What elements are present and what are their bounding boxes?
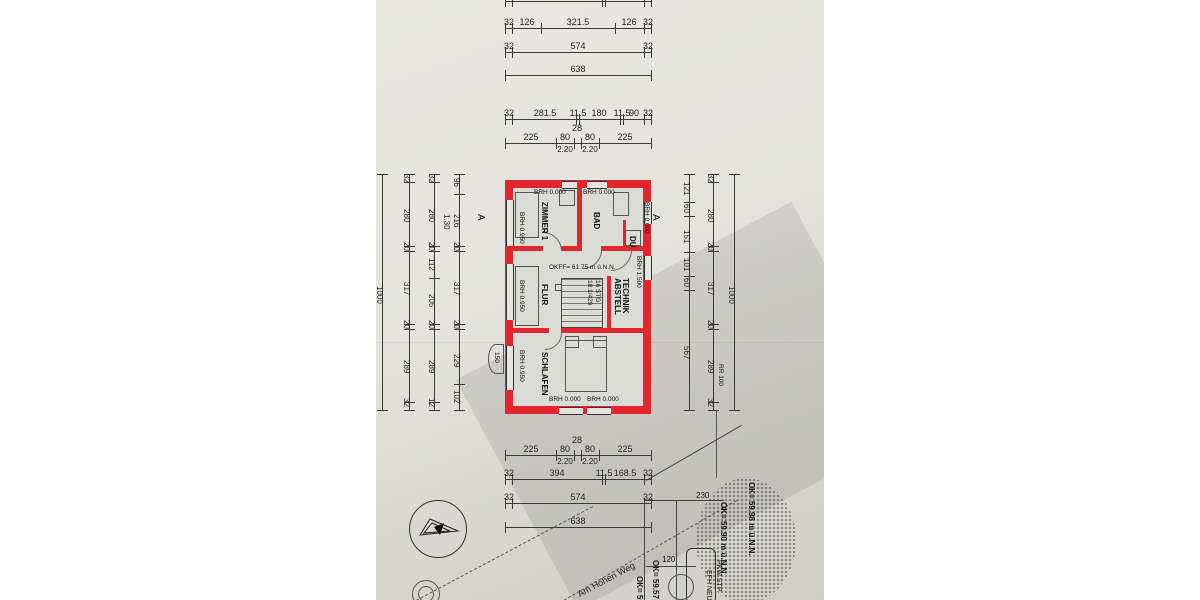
sink-bad bbox=[613, 192, 629, 216]
section-marker-a: A bbox=[475, 214, 486, 221]
room-label-technik: TECHNIK ABSTELL bbox=[613, 278, 630, 315]
room-label-bad: BAD bbox=[592, 212, 601, 230]
elevation-note: OK= 59.7 bbox=[635, 576, 644, 600]
left-dimension-col1: 32 280 20 317 20 289 32 bbox=[402, 174, 417, 411]
elevation-note: OK= 59.98 m ü.N.N. bbox=[747, 482, 756, 556]
site-dimension-230: 230 bbox=[696, 491, 710, 500]
wall-du bbox=[623, 220, 626, 248]
staircase bbox=[561, 278, 603, 328]
window-bottom-1 bbox=[559, 407, 583, 415]
window-top-zimmer bbox=[562, 181, 582, 189]
nightstand-left bbox=[565, 336, 579, 348]
site-line bbox=[676, 500, 677, 600]
north-arrow bbox=[409, 500, 467, 558]
brh-note: BRH 0.000 bbox=[587, 396, 619, 403]
floor-plan: ZIMMER 1 BAD DU FLUR TECHNIK ABSTELL SCH… bbox=[505, 180, 652, 415]
tree-symbol bbox=[412, 580, 440, 600]
rr-note: RR 100 bbox=[717, 364, 724, 387]
parking-label: PKW STP bbox=[715, 560, 722, 592]
plan-sheet: 394 11.5 168.5 32 126 321.5 126 32 32 57… bbox=[376, 0, 824, 600]
property-line bbox=[716, 410, 717, 478]
parking-space-car bbox=[686, 548, 716, 600]
nightstand-right bbox=[593, 336, 607, 348]
site-dimension-120: 120 bbox=[662, 555, 676, 564]
room-label-flur: FLUR bbox=[540, 284, 549, 306]
brh-note: BRH 0.000 bbox=[583, 189, 615, 196]
wall-zimmer-bad bbox=[577, 180, 582, 250]
window-top-bad bbox=[587, 181, 607, 189]
window-dimension: 150 bbox=[493, 352, 500, 363]
stair-ratio-note: 18.1/429 bbox=[586, 280, 593, 306]
double-bed bbox=[565, 340, 607, 392]
window-left-zimmer bbox=[506, 200, 514, 246]
bed-zimmer bbox=[515, 192, 539, 238]
wall-zimmer-bottom-a bbox=[505, 246, 543, 251]
elevation-note: OK= 59.57 m bbox=[651, 560, 660, 600]
wall-technik bbox=[607, 276, 611, 328]
brh-note: BRH 0.950 bbox=[518, 350, 525, 382]
dimension-row-total: 638 bbox=[505, 64, 652, 81]
north-arrow-icon bbox=[419, 518, 460, 536]
dimension-row: 32 574 32 bbox=[504, 492, 653, 509]
tree-canopy bbox=[696, 478, 796, 600]
wall-right bbox=[643, 180, 651, 414]
window-left-flur bbox=[506, 264, 514, 320]
window-bottom-2 bbox=[587, 407, 611, 415]
wardrobe-flur bbox=[515, 266, 539, 326]
brh-note: BRH 0.000 bbox=[549, 396, 581, 403]
manhole-symbol bbox=[668, 574, 694, 600]
wall-zimmer-bottom-b bbox=[561, 246, 582, 251]
brh-note: BRH 0.000 bbox=[534, 189, 566, 196]
desk-zimmer bbox=[559, 190, 575, 206]
room-label-zimmer: ZIMMER 1 bbox=[540, 202, 549, 241]
wall-schlafen-top-b bbox=[561, 328, 651, 333]
right-dimension-col2: 32 280 20 317 20 289 32 bbox=[706, 174, 721, 411]
door-schlafen bbox=[545, 333, 562, 350]
site-line bbox=[644, 500, 724, 501]
dimension-row: 394 11.5 168.5 bbox=[505, 0, 652, 7]
left-dimension-total: 1000 bbox=[376, 174, 390, 411]
dimension-row-openings: 225 80 2.20 28 80 2.20 225 bbox=[505, 123, 652, 154]
window-right-bad bbox=[644, 202, 652, 224]
site-line bbox=[646, 566, 696, 567]
left-dimension-col2: 32 280 20 112 205 20 289 12 bbox=[427, 174, 442, 411]
window-right-technik bbox=[644, 256, 652, 280]
dimension-row: 32 126 321.5 126 32 bbox=[504, 17, 653, 34]
bay-window-outline bbox=[488, 344, 504, 374]
tree-symbol-inner bbox=[418, 586, 434, 600]
dimension-row: 32 281.5 11.5 180 11.5 90 32 bbox=[504, 108, 653, 125]
okff-level-note: OKFF= 61.75 m ü.N.N. bbox=[549, 264, 616, 271]
wall-schlafen-top-a bbox=[505, 328, 549, 333]
smoke-detector bbox=[555, 284, 562, 291]
window-left-schlafen bbox=[506, 346, 514, 390]
dimension-row: 32 574 32 bbox=[504, 41, 653, 58]
right-dimension-total: 1000 bbox=[727, 174, 742, 411]
right-dimension-col1: 121 60 151 101 60 567 bbox=[682, 174, 697, 411]
wall-bad-bottom bbox=[601, 246, 651, 251]
shower-du bbox=[625, 230, 641, 246]
dimension-row-total: 638 bbox=[505, 516, 652, 533]
left-dimension-col3: 96 216 1.30 20 317 20 229 102 bbox=[442, 174, 467, 411]
brh-note: BRH 0.000 bbox=[643, 202, 650, 234]
room-label-du: DU bbox=[628, 236, 637, 248]
dimension-row: 32 394 11.5 168.5 32 bbox=[504, 468, 653, 485]
site-line bbox=[644, 500, 645, 600]
brh-note: BRH 0.950 bbox=[518, 212, 525, 244]
dimension-row-openings: 225 80 2.20 28 80 2.20 225 bbox=[505, 435, 652, 466]
parking-sub-label: EFH NEU bbox=[705, 570, 712, 600]
stair-count-note: 16 STG bbox=[594, 280, 601, 303]
brh-note: BRH 0.950 bbox=[518, 280, 525, 312]
brh-note: BRH 1.500 bbox=[635, 256, 642, 288]
room-label-schlafen: SCHLAFEN bbox=[540, 352, 549, 396]
